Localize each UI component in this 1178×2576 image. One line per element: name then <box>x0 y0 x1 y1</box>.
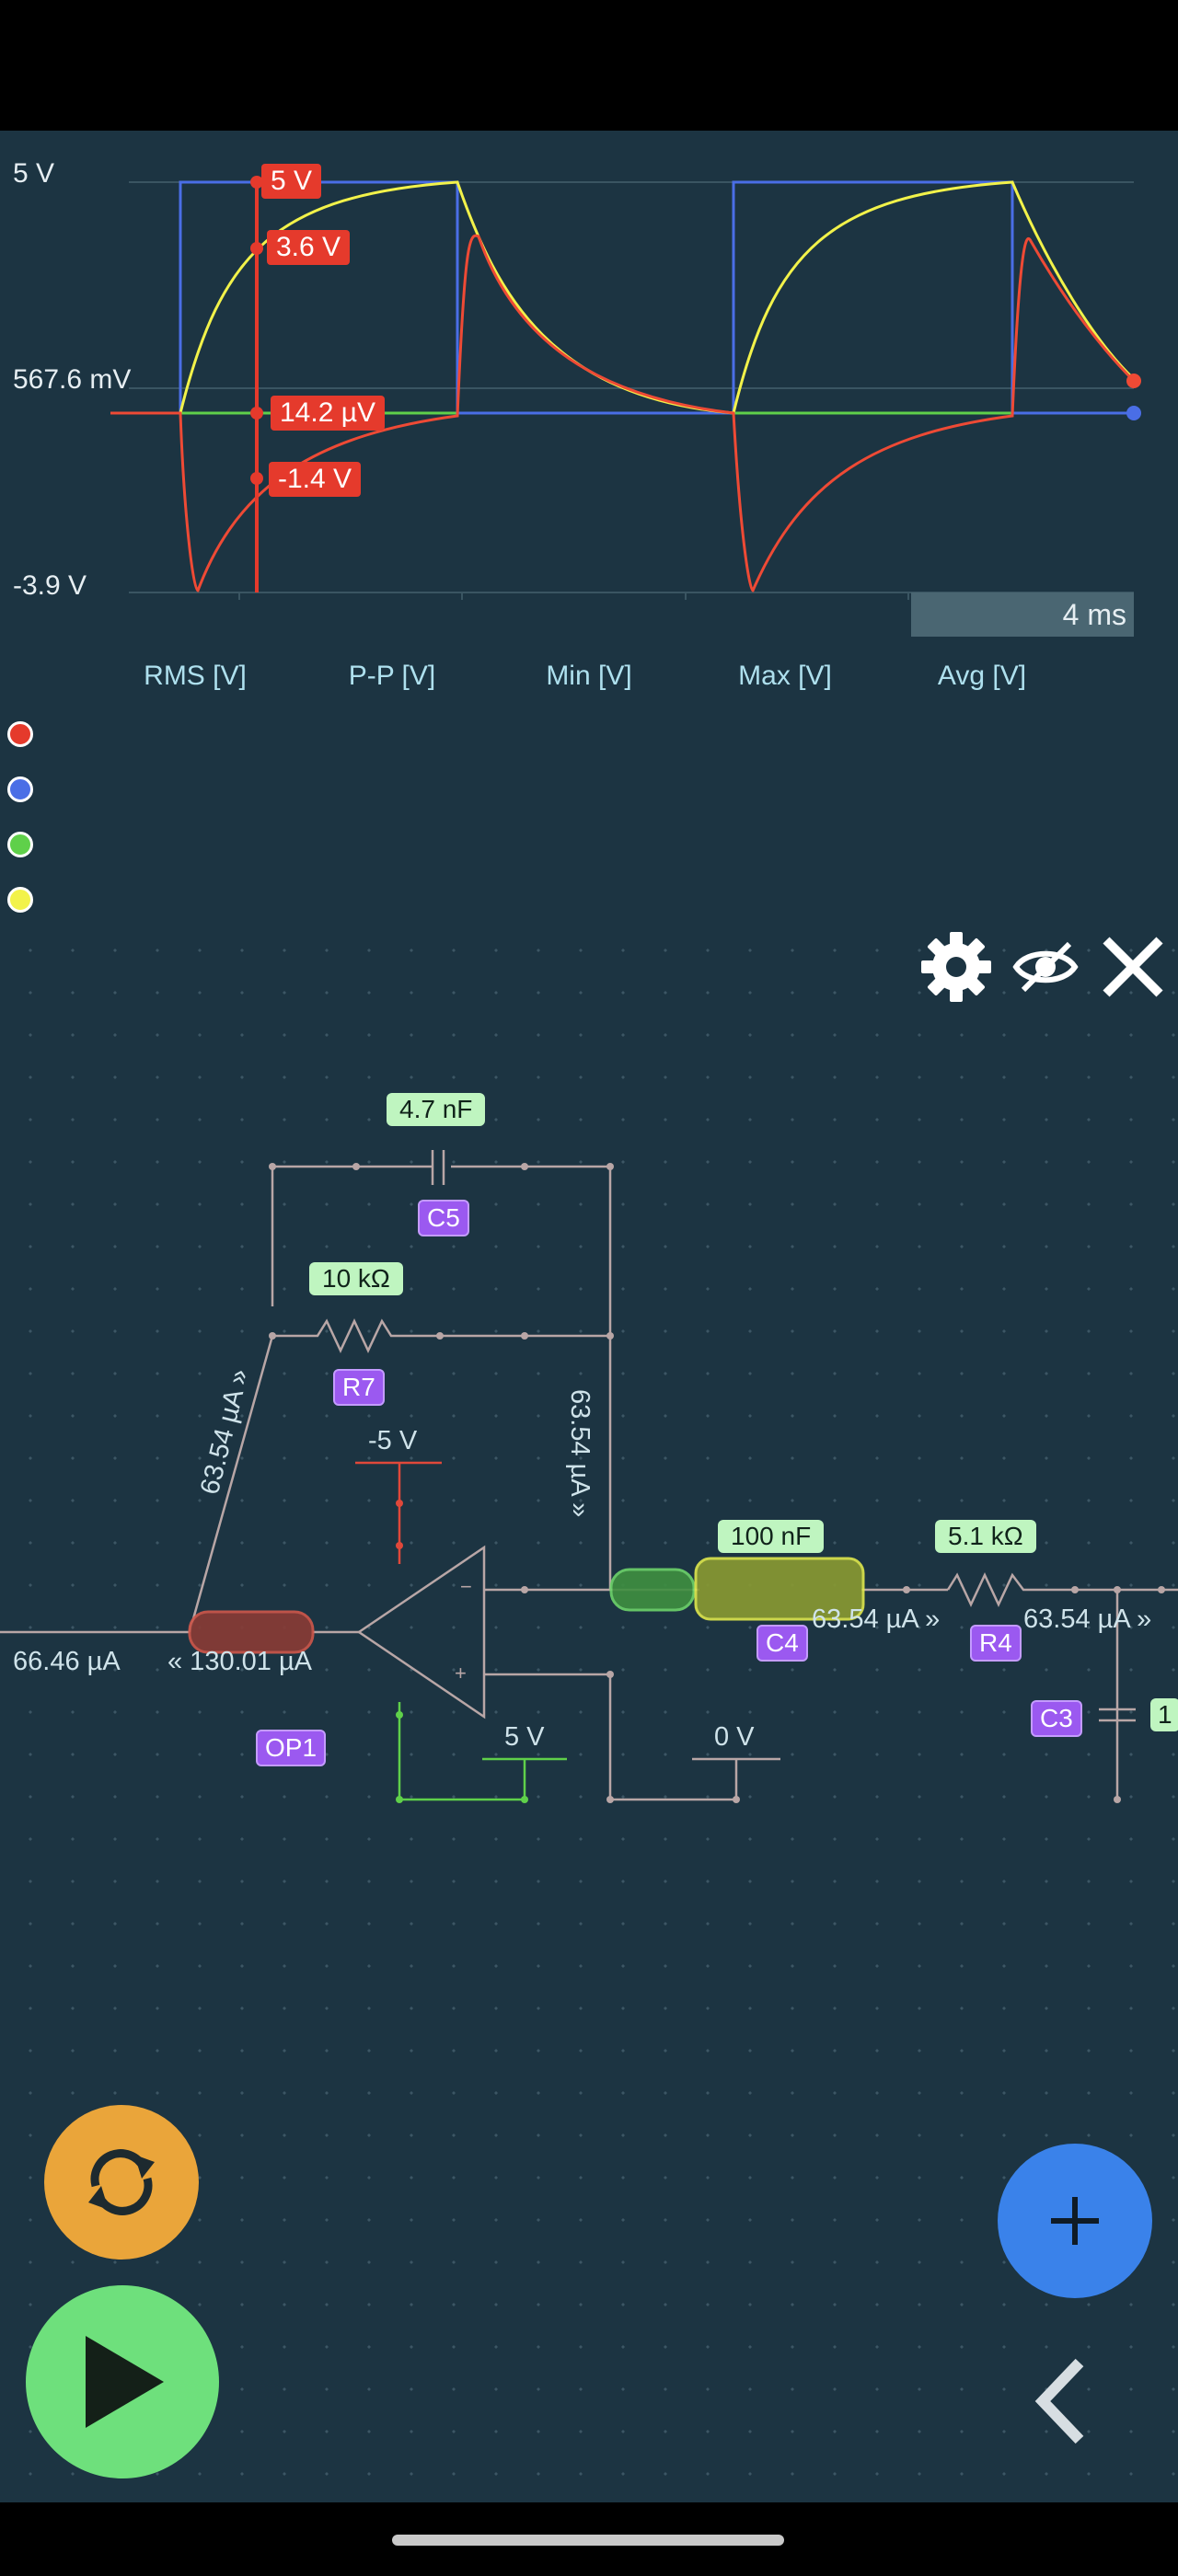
c5-name-label: C5 <box>418 1200 469 1236</box>
trace-blue <box>110 180 1134 415</box>
chevron-left-icon[interactable] <box>1029 2355 1093 2447</box>
svg-text:+: + <box>455 1662 467 1685</box>
ground-label: 0 V <box>714 1722 755 1752</box>
selected-wire-highlight[interactable] <box>188 1610 315 1654</box>
c3-value-label: 1 <box>1150 1698 1178 1731</box>
r4-value-label: 5.1 kΩ <box>935 1520 1036 1553</box>
play-button[interactable] <box>26 2285 219 2478</box>
y-label-mid: 567.6 mV <box>13 364 132 395</box>
end-dot-blue <box>1126 406 1141 420</box>
cursor-dot-yellow <box>250 242 263 255</box>
current-r4-out: 63.54 µA » <box>1023 1604 1152 1634</box>
cursor-value-blue: 5 V <box>261 164 322 199</box>
play-icon <box>86 2336 164 2428</box>
header-max: Max [V] <box>738 661 832 691</box>
channel-dot-blue[interactable] <box>7 776 33 802</box>
channel-dot-green[interactable] <box>7 832 33 857</box>
cursor-dot-green <box>250 407 263 420</box>
cursor-dot-red <box>250 472 263 485</box>
c4-value-label: 100 nF <box>718 1520 825 1553</box>
supply-neg-label: -5 V <box>368 1426 418 1455</box>
trace-red <box>110 234 1136 592</box>
oscilloscope-chart[interactable] <box>0 131 1178 646</box>
gear-icon[interactable] <box>917 927 996 1006</box>
svg-text:−: − <box>460 1575 472 1598</box>
status-bar <box>0 0 1178 131</box>
r7-name-label: R7 <box>333 1369 385 1406</box>
y-label-bottom: -3.9 V <box>13 570 87 601</box>
trace-yellow <box>179 180 1136 415</box>
c3-name-label: C3 <box>1031 1700 1082 1737</box>
c4-highlight[interactable] <box>694 1557 865 1621</box>
plus-icon <box>1051 2197 1099 2245</box>
current-op-input: « 130.01 µA <box>167 1647 312 1676</box>
current-input: 66.46 µA <box>13 1647 121 1676</box>
circuit-schematic[interactable]: − + <box>0 920 1178 1840</box>
refresh-button[interactable] <box>44 2105 199 2260</box>
y-label-top: 5 V <box>13 158 55 189</box>
add-component-button[interactable] <box>998 2144 1152 2298</box>
header-pp: P-P [V] <box>348 661 436 691</box>
eye-off-icon[interactable] <box>1011 935 1080 999</box>
channel-dot-yellow[interactable] <box>7 887 33 913</box>
refresh-icon <box>88 2149 155 2215</box>
header-avg: Avg [V] <box>937 661 1027 691</box>
home-indicator[interactable] <box>392 2535 784 2546</box>
header-rms: RMS [V] <box>144 661 247 691</box>
cursor-value-green: 14.2 µV <box>271 396 386 431</box>
c5-value-label: 4.7 nF <box>387 1093 486 1126</box>
current-feedback-right: 63.54 µA » <box>565 1389 595 1518</box>
wire-green-highlight[interactable] <box>609 1568 696 1612</box>
channel-dot-red[interactable] <box>7 721 33 747</box>
cursor-value-red: -1.4 V <box>269 462 362 497</box>
cursor-value-yellow: 3.6 V <box>267 230 351 265</box>
supply-pos-label: 5 V <box>504 1722 545 1752</box>
close-icon[interactable] <box>1101 935 1165 999</box>
op1-name-label: OP1 <box>256 1730 327 1766</box>
cursor-dot-blue <box>250 176 263 189</box>
oscilloscope-panel <box>0 131 1178 920</box>
circuit-canvas[interactable] <box>0 920 1178 2502</box>
r4-name-label: R4 <box>970 1625 1022 1662</box>
c4-name-label: C4 <box>756 1625 808 1662</box>
current-c4-out: 63.54 µA » <box>812 1604 941 1634</box>
header-min: Min [V] <box>546 661 632 691</box>
r7-value-label: 10 kΩ <box>309 1262 403 1295</box>
timebase-label[interactable]: 4 ms <box>911 592 1134 637</box>
end-dot-red <box>1126 374 1141 388</box>
